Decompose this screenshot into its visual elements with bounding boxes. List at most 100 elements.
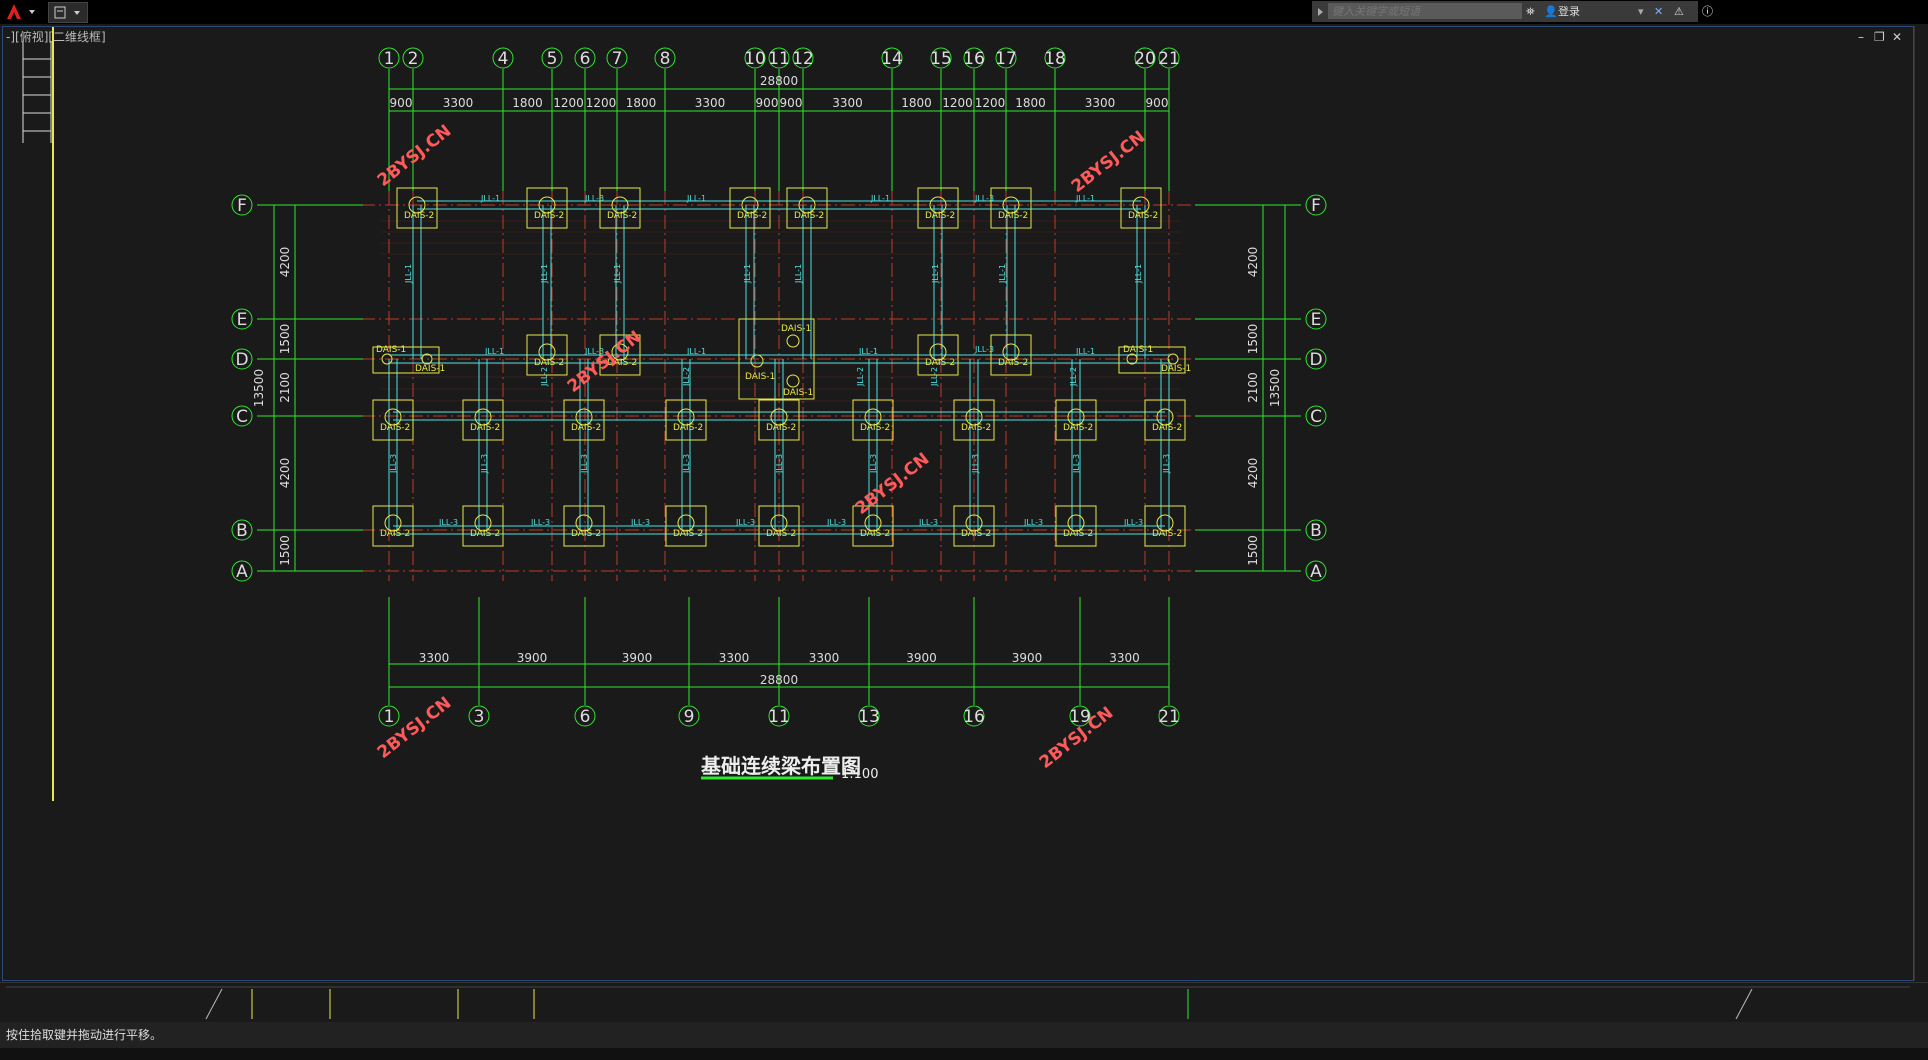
- top-axis-label: 8: [660, 49, 671, 69]
- top-axis-label: 18: [1044, 49, 1066, 69]
- pile-circle: [1156, 408, 1174, 426]
- search-input[interactable]: [1328, 3, 1522, 19]
- footing-label: DAIS-2: [673, 529, 703, 539]
- footing-label: DAIS-2: [470, 423, 500, 433]
- top-axis-bubble: [1158, 47, 1180, 69]
- binoculars-icon[interactable]: ⛯: [1526, 5, 1535, 18]
- bottom-dim: 3300: [809, 651, 840, 665]
- pile-circle: [575, 408, 593, 426]
- pile-circle: [1126, 353, 1138, 365]
- watermark: 2BYSJ.CN: [1068, 127, 1150, 197]
- row-axis-right-bubble: [1305, 519, 1327, 541]
- restore-viewport-icon[interactable]: ❐: [1874, 30, 1885, 44]
- close-viewport-icon[interactable]: ✕: [1892, 30, 1903, 44]
- beam-label: JLL-3: [775, 454, 784, 474]
- beam-label: JLL-3: [630, 518, 650, 527]
- footing-dais-2: [563, 399, 605, 441]
- bottom-axis-label: 16: [963, 707, 985, 727]
- row-axis-right-bubble: [1305, 405, 1327, 427]
- side-total-dim: 13500: [1268, 369, 1282, 407]
- top-dim: 1800: [512, 96, 543, 110]
- footing-dais-2: [1120, 187, 1162, 229]
- side-total-dim: 13500: [252, 369, 266, 407]
- pile-circle: [575, 514, 593, 532]
- top-axis-label: 4: [498, 49, 509, 69]
- user-icon[interactable]: 👤: [1544, 5, 1558, 18]
- beam-label: JLL-1: [931, 264, 940, 284]
- footing-dais-2: [786, 187, 828, 229]
- exchange-icon[interactable]: ✕: [1654, 5, 1664, 18]
- top-axis-label: 21: [1158, 49, 1180, 69]
- top-axis-bubble: [963, 47, 985, 69]
- footing-label: DAIS-2: [737, 211, 767, 221]
- footing-label: DAIS-1: [745, 372, 775, 382]
- footing-dais-2: [990, 187, 1032, 229]
- quick-access-toolbar[interactable]: [48, 2, 88, 23]
- beam-label: JLL-3: [1123, 518, 1143, 527]
- bottom-axis-bubble: [858, 705, 880, 727]
- side-dim: 1500: [1246, 324, 1260, 355]
- footing-label: DAIS-2: [766, 423, 796, 433]
- top-axis-label: 1: [384, 49, 395, 69]
- beam-label: JLL-3: [974, 345, 994, 354]
- bottom-axis-label: 13: [858, 707, 880, 727]
- bottom-axis-bubble: [378, 705, 400, 727]
- beam-label: JLL-3: [1023, 518, 1043, 527]
- bottom-axis-bubble: [468, 705, 490, 727]
- drawing-title: 基础连续梁布置图: [701, 754, 861, 778]
- top-axis-bubble: [744, 47, 766, 69]
- top-dim: 1800: [901, 96, 932, 110]
- bottom-axis-label: 9: [684, 707, 695, 727]
- beam-label: JLL-3: [584, 194, 604, 203]
- app-menu-button[interactable]: [2, 2, 38, 21]
- right-scroll-edge[interactable]: [1914, 26, 1928, 981]
- expand-arrow-icon[interactable]: [1314, 1, 1328, 22]
- pile-circle: [1067, 408, 1085, 426]
- footing-label: DAIS-2: [961, 423, 991, 433]
- bottom-axis-label: 11: [768, 707, 790, 727]
- beam-label: JLL-3: [682, 454, 691, 474]
- beam-label: JLL-3: [389, 454, 398, 474]
- top-dim: 900: [390, 96, 413, 110]
- footing-dais-2: [1144, 399, 1186, 441]
- row-axis-right-label: B: [1310, 521, 1322, 541]
- top-axis-label: 14: [881, 49, 903, 69]
- beam-label: JLL-3: [480, 454, 489, 474]
- beam-label: JLL-3: [918, 518, 938, 527]
- footing-dais-2: [599, 334, 641, 376]
- side-dim: 1500: [1246, 535, 1260, 566]
- bottom-axis-bubble: [678, 705, 700, 727]
- login-button[interactable]: 登录: [1558, 5, 1580, 18]
- top-axis-bubble: [606, 47, 628, 69]
- pile-circle: [384, 514, 402, 532]
- footing-dais-2: [953, 505, 995, 547]
- help-icon[interactable]: ⓘ: [1702, 5, 1713, 18]
- footing-label: DAIS-2: [1063, 423, 1093, 433]
- minimize-viewport-icon[interactable]: –: [1858, 30, 1864, 44]
- side-dim: 4200: [1246, 458, 1260, 489]
- title-bar: ⛯ 👤 登录 ▾ ✕ ⚠ ⓘ: [0, 0, 1928, 24]
- beam-label: JLL-1: [686, 347, 706, 356]
- footing-dais-2: [852, 505, 894, 547]
- side-dim: 2100: [1246, 372, 1260, 403]
- pile-circle: [381, 353, 393, 365]
- bottom-dim: 3900: [622, 651, 653, 665]
- stay-connected-icon[interactable]: ⚠: [1674, 5, 1684, 18]
- pile-circle: [929, 196, 947, 214]
- bottom-axis-label: 6: [580, 707, 591, 727]
- login-dropdown-icon[interactable]: ▾: [1638, 5, 1644, 18]
- row-axis-left-bubble: [231, 308, 253, 330]
- beam-label: JLL-3: [1162, 454, 1171, 474]
- viewport-label[interactable]: -][俯视][二维线框]: [6, 30, 106, 44]
- footing-label: DAIS-1: [783, 388, 813, 398]
- open-file-icon: [54, 6, 80, 19]
- footing-dais-2: [1144, 505, 1186, 547]
- pile-circle: [474, 408, 492, 426]
- footing-dais-1: [1118, 346, 1186, 374]
- top-axis-bubble: [881, 47, 903, 69]
- bottom-dim: 3300: [419, 651, 450, 665]
- row-axis-right-bubble: [1305, 560, 1327, 582]
- footing-label: DAIS-2: [534, 358, 564, 368]
